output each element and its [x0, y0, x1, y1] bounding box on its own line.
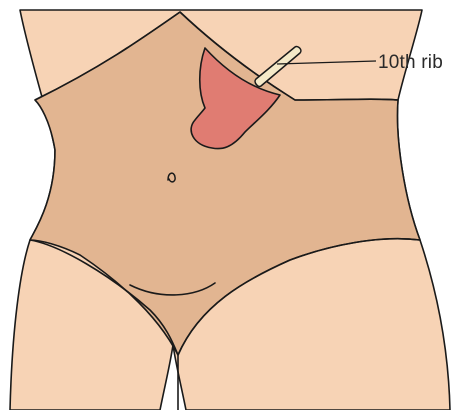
rib-label: 10th rib	[378, 52, 443, 73]
